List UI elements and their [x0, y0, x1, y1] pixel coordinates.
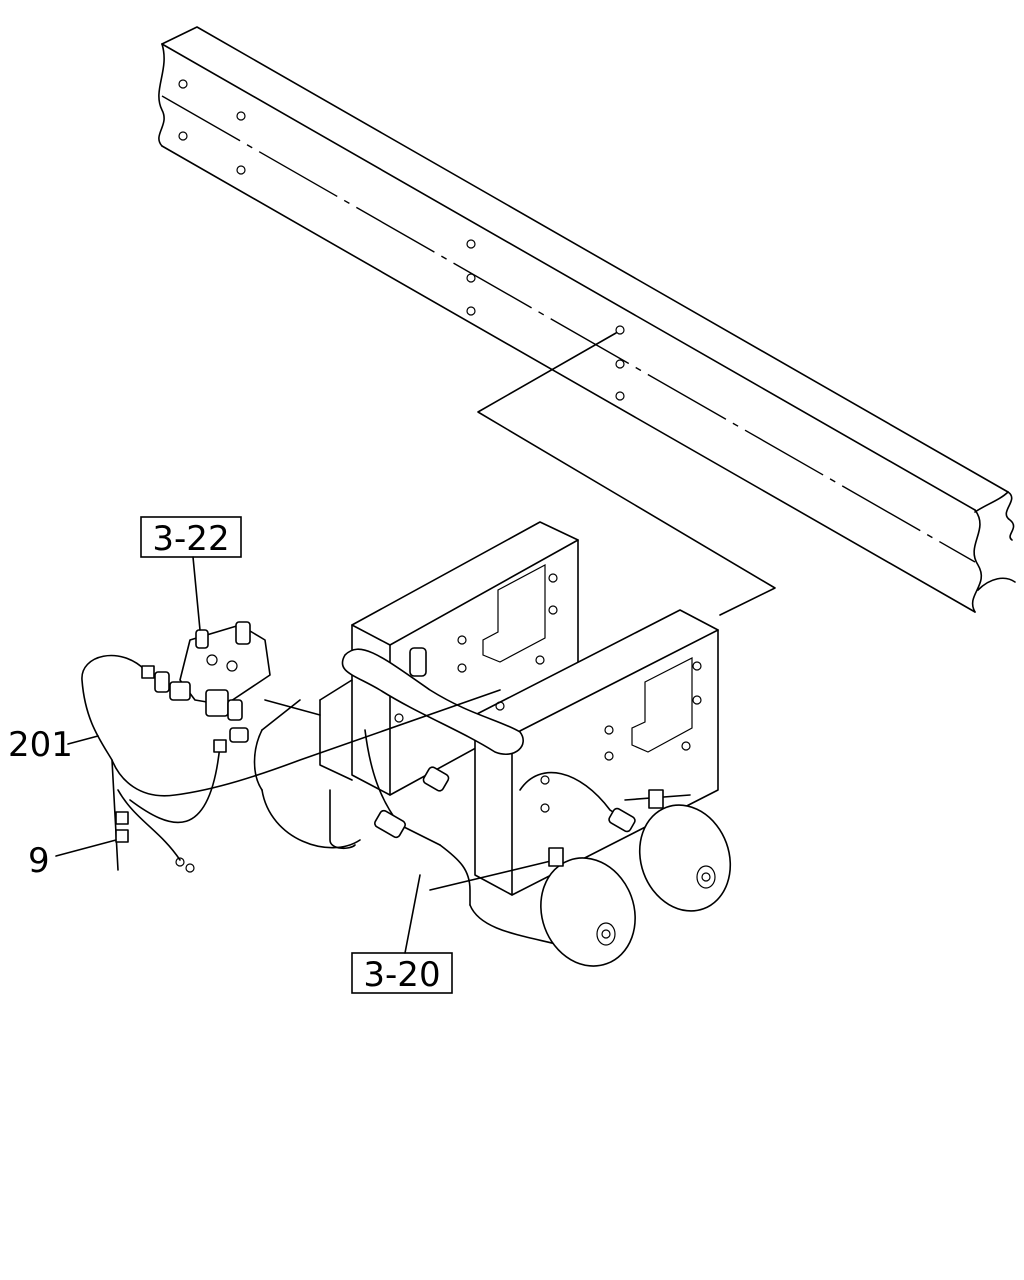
drain-fitting	[648, 789, 664, 809]
rear-bracket	[319, 521, 579, 796]
callout-3-20[interactable]: 3-20	[351, 874, 453, 995]
cross-strap	[341, 648, 524, 755]
valve-assembly	[154, 621, 271, 721]
callout-201[interactable]: 201	[8, 725, 99, 765]
callout-label-201: 201	[8, 725, 73, 765]
drain-fitting	[548, 847, 564, 867]
frame-rail	[158, 26, 1016, 613]
mounting-leader	[477, 332, 776, 616]
air-tank-front-left	[429, 857, 636, 967]
callout-3-22[interactable]: 3-22	[140, 516, 242, 631]
callout-label-3-22: 3-22	[152, 519, 229, 559]
callout-box	[351, 952, 453, 994]
wiring-harness	[81, 654, 505, 873]
callout-9[interactable]: 9	[28, 839, 117, 881]
air-tank-rear	[253, 699, 361, 850]
callout-label-3-20: 3-20	[363, 955, 440, 995]
callout-label-9: 9	[28, 841, 50, 881]
rail-holes	[178, 79, 625, 401]
callout-box	[140, 516, 242, 558]
air-lines	[364, 729, 636, 906]
